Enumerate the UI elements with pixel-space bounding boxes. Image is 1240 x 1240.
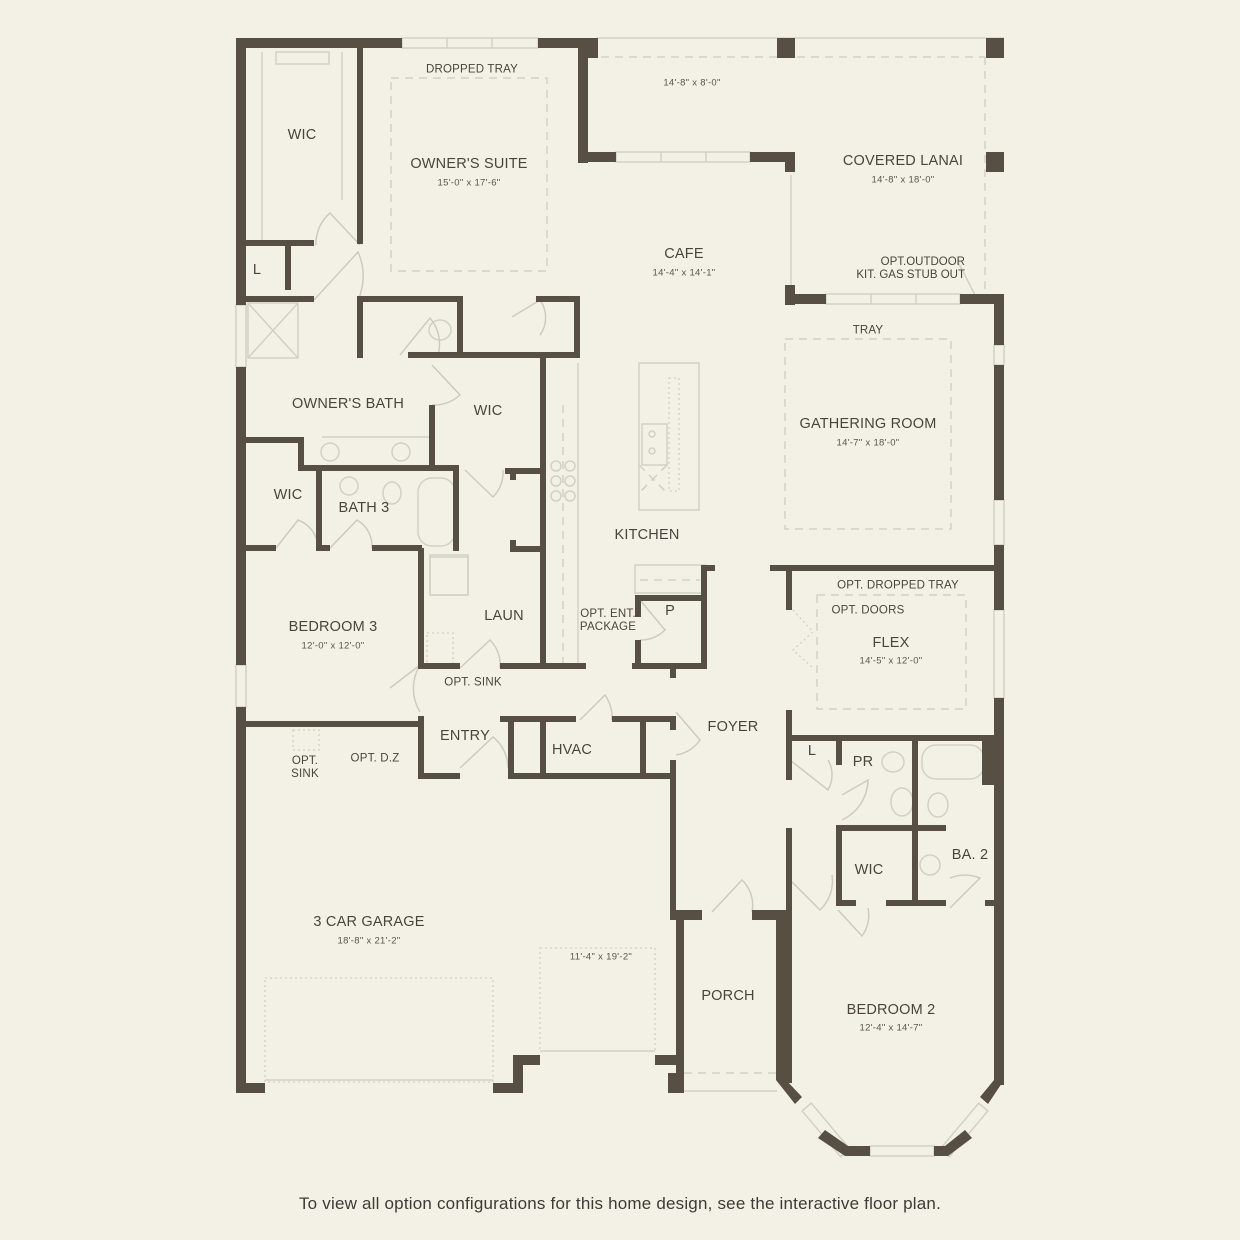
ent-package-note-line2: PACKAGE <box>579 621 637 633</box>
outdoor-kitchen-note: OPT.OUTDOOR KIT. GAS STUB OUT <box>856 256 965 282</box>
bedroom3-label[interactable]: BEDROOM 3 <box>288 619 378 636</box>
wic-bedroom3-label[interactable]: WIC <box>273 487 303 504</box>
linen-pr-label[interactable]: L <box>807 743 817 760</box>
opt-sink-garage-note-line1: OPT. <box>291 754 319 767</box>
outdoor-kitchen-note-line2: KIT. GAS STUB OUT <box>856 268 965 281</box>
owners-bath-label[interactable]: OWNER'S BATH <box>291 396 405 413</box>
lanai-extension-dims: 14'-8" x 8'-0" <box>663 77 721 89</box>
bedroom2-dims: 12'-4" x 14'-7" <box>859 1022 923 1034</box>
cafe-label[interactable]: CAFE <box>664 246 704 263</box>
flex-ceiling-note: OPT. DROPPED TRAY <box>837 579 959 592</box>
garage-label[interactable]: 3 CAR GARAGE <box>313 914 425 931</box>
flex-dims: 14'-5" x 12'-0" <box>859 655 923 667</box>
owners-suite-label[interactable]: OWNER'S SUITE <box>410 156 528 173</box>
gathering-room-dims: 14'-7" x 18'-0" <box>836 437 900 449</box>
laundry-label[interactable]: LAUN <box>484 608 524 625</box>
opt-sink-garage-note-line2: SINK <box>291 768 319 780</box>
ent-package-note-line1: OPT. ENT. <box>580 607 636 620</box>
garage-bay3-dims: 11'-4" x 19'-2" <box>569 951 633 963</box>
bedroom2-label[interactable]: BEDROOM 2 <box>846 1002 936 1019</box>
bedroom3-dims: 12'-0" x 12'-0" <box>301 640 365 652</box>
wic-bedroom2-label[interactable]: WIC <box>854 862 884 879</box>
pantry-label[interactable]: P <box>665 603 675 620</box>
opt-sink-laundry-note: OPT. SINK <box>444 676 502 689</box>
owners-suite-ceiling-note: DROPPED TRAY <box>425 63 519 76</box>
ent-package-note: OPT. ENT. PACKAGE <box>580 608 636 634</box>
garage-dims: 18'-8" x 21'-2" <box>337 935 401 947</box>
foyer-label[interactable]: FOYER <box>707 719 759 736</box>
wic-owner-label[interactable]: WIC <box>287 127 317 144</box>
owners-suite-dims: 15'-0" x 17'-6" <box>437 177 501 189</box>
covered-lanai-dims: 14'-8" x 18'-0" <box>871 174 935 186</box>
powder-room-label[interactable]: PR <box>852 754 874 771</box>
gathering-room-label[interactable]: GATHERING ROOM <box>799 416 937 433</box>
cafe-dims: 14'-4" x 14'-1" <box>652 267 716 279</box>
opt-drop-zone-note: OPT. D.Z <box>350 752 400 765</box>
kitchen-label[interactable]: KITCHEN <box>614 527 680 544</box>
opt-sink-garage-note: OPT. SINK <box>291 755 319 781</box>
entry-label[interactable]: ENTRY <box>440 728 490 745</box>
gathering-room-ceiling-note: TRAY <box>852 324 884 337</box>
bath3-label[interactable]: BATH 3 <box>338 500 390 517</box>
porch-label[interactable]: PORCH <box>701 988 755 1005</box>
opt-doors-note: OPT. DOORS <box>831 604 905 617</box>
covered-lanai-label[interactable]: COVERED LANAI <box>842 153 964 170</box>
wic-owners-bath-label[interactable]: WIC <box>473 403 503 420</box>
bath2-label[interactable]: BA. 2 <box>951 847 989 864</box>
hvac-label[interactable]: HVAC <box>551 742 593 759</box>
walls <box>236 38 1004 1156</box>
outdoor-kitchen-note-line1: OPT.OUTDOOR <box>880 256 965 268</box>
interactive-plan-caption: To view all option configurations for th… <box>298 1194 942 1213</box>
windows <box>235 37 1005 1158</box>
flex-label[interactable]: FLEX <box>872 635 910 652</box>
linen-owner-label[interactable]: L <box>252 262 262 279</box>
